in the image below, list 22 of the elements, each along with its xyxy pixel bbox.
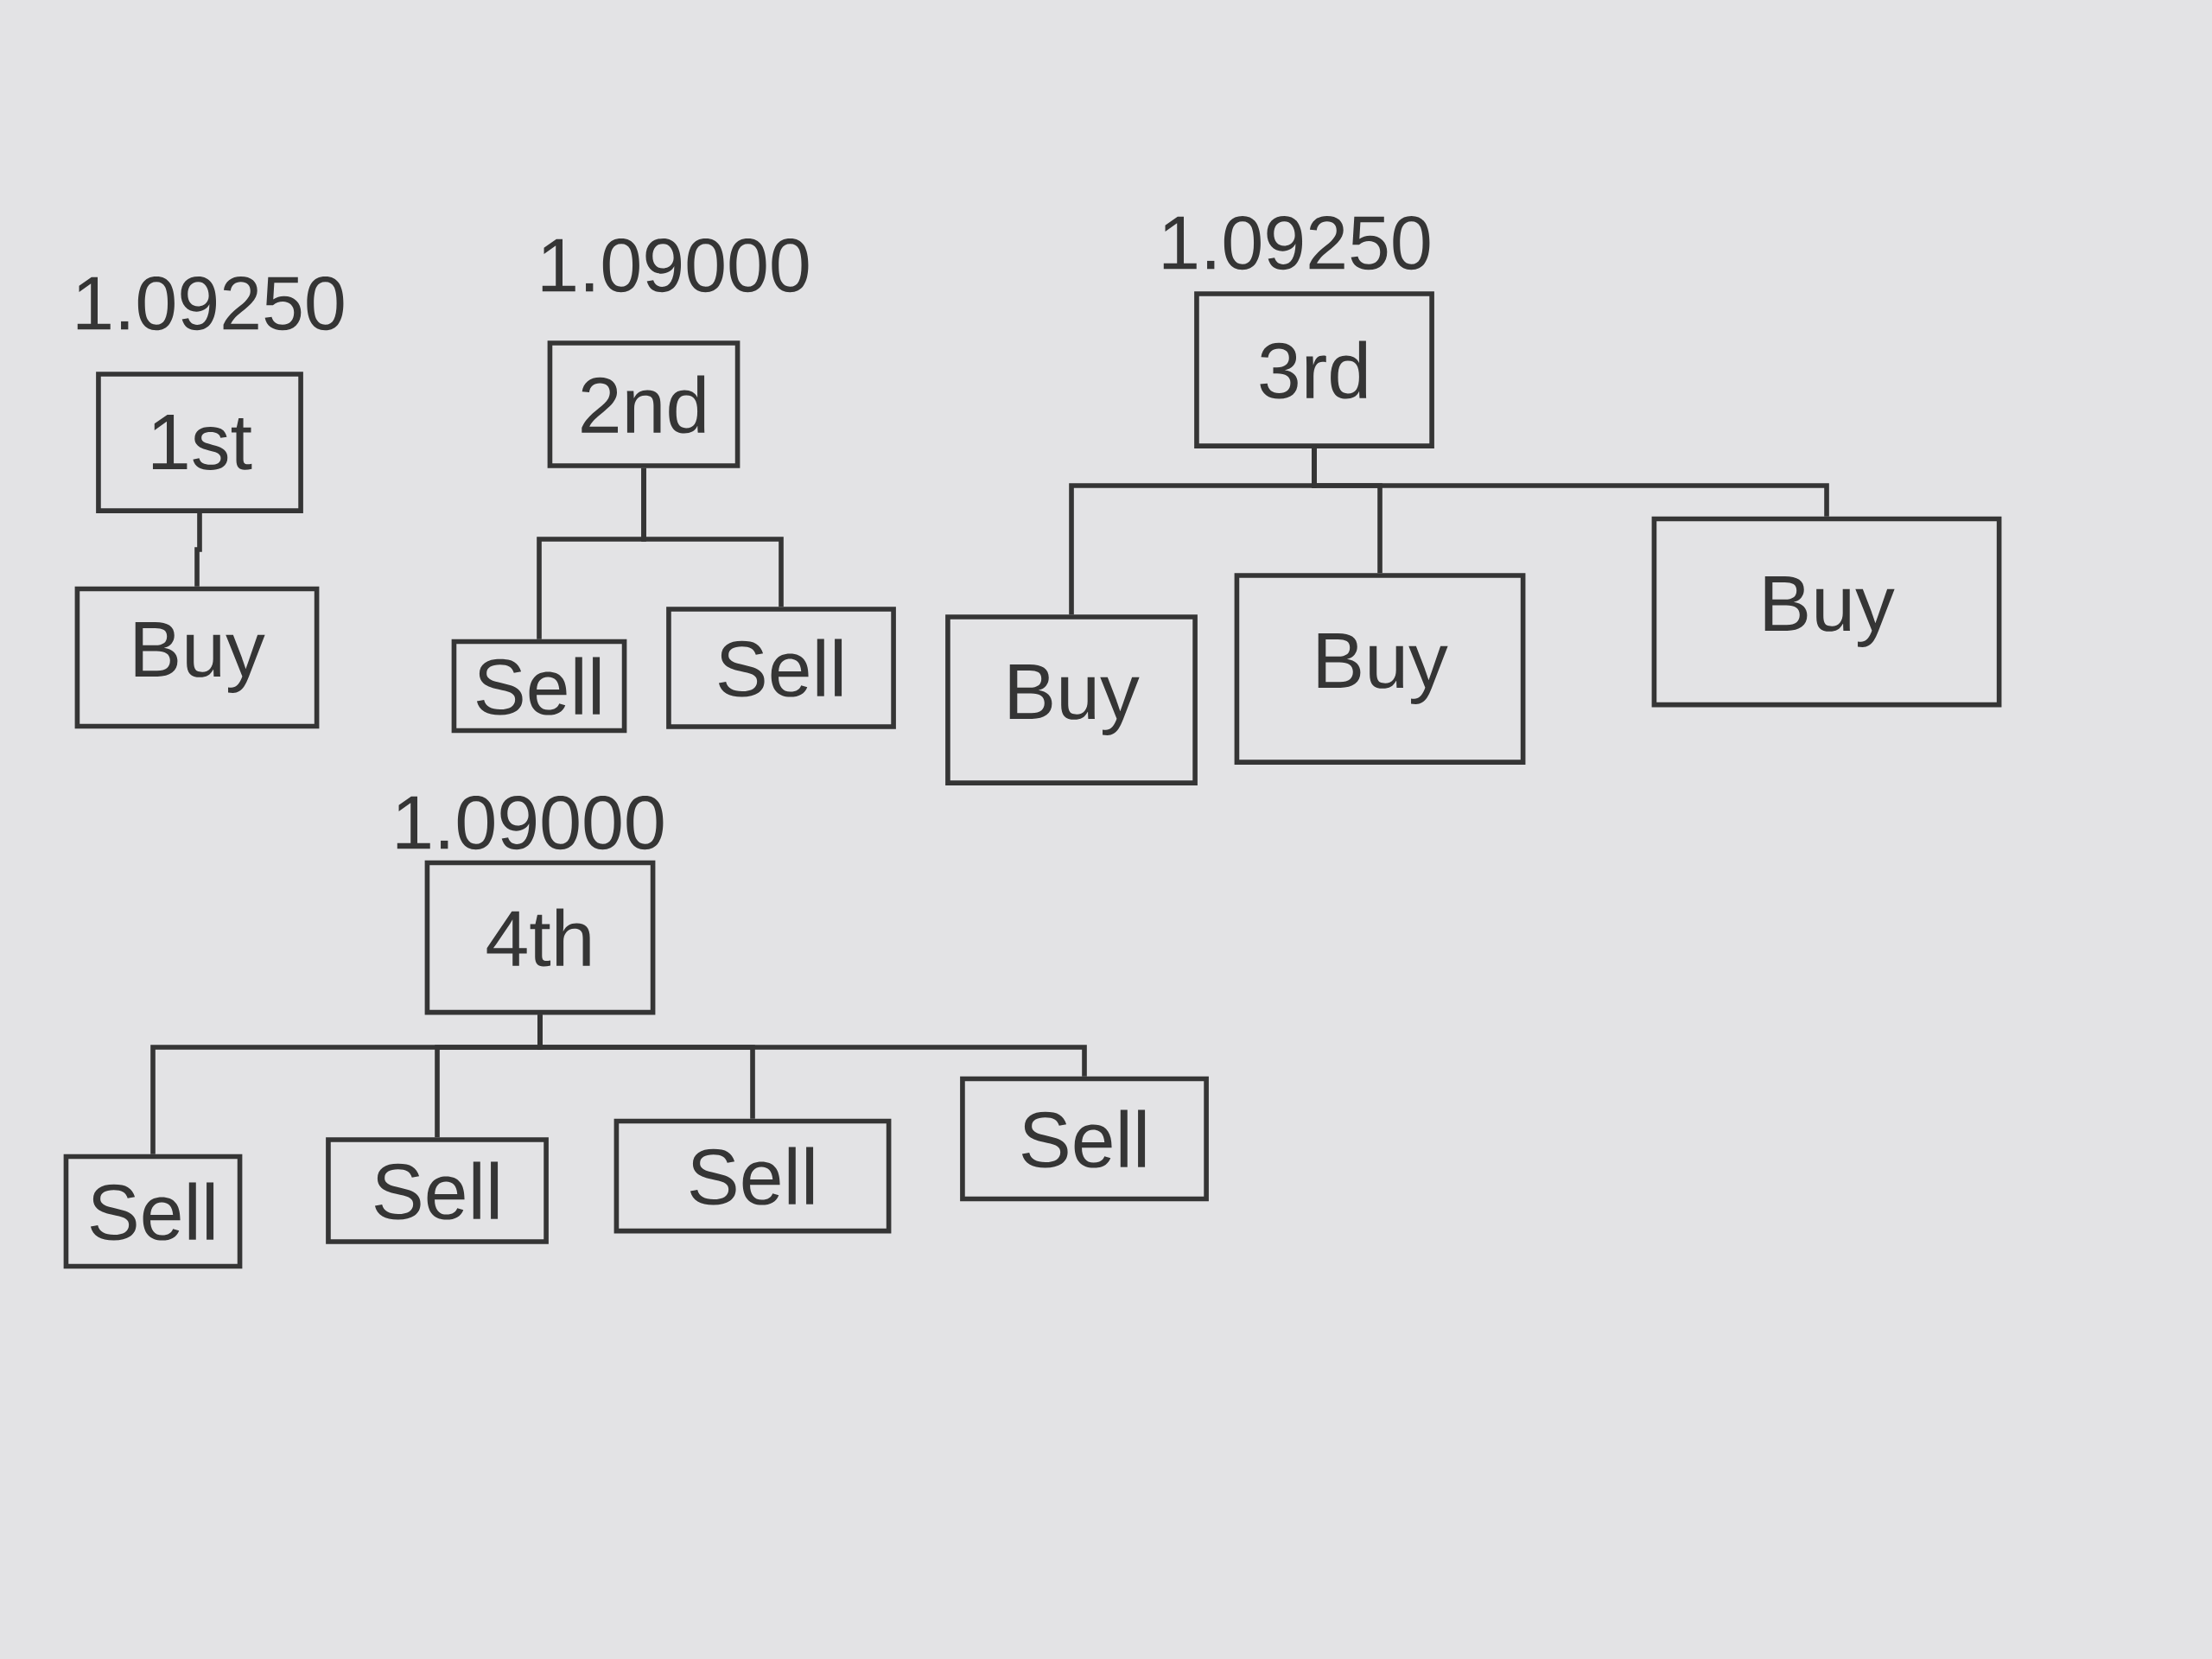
parent-box: 4th — [424, 860, 656, 1015]
child-box: Buy — [74, 586, 320, 729]
child-box: Sell — [666, 607, 896, 729]
child-box: Buy — [1651, 516, 2002, 708]
price-label: 1.09250 — [1163, 215, 1430, 270]
child-box: Sell — [451, 639, 627, 734]
connector-line — [194, 512, 202, 587]
parent-box: 2nd — [547, 340, 741, 468]
parent-box: 3rd — [1194, 291, 1434, 448]
child-box: Buy — [945, 614, 1198, 785]
child-box: Sell — [960, 1076, 1209, 1202]
child-box: Buy — [1234, 573, 1526, 765]
child-box: Sell — [326, 1137, 549, 1244]
price-label: 1.09250 — [77, 276, 344, 331]
connector-line — [1312, 448, 1829, 517]
price-label: 1.09000 — [542, 238, 809, 293]
parent-box: 1st — [96, 372, 303, 513]
price-label: 1.09000 — [397, 795, 664, 850]
child-box: Sell — [613, 1118, 892, 1234]
child-box: Sell — [63, 1154, 243, 1269]
connector-line — [641, 467, 784, 607]
connector-line — [537, 1014, 1087, 1077]
